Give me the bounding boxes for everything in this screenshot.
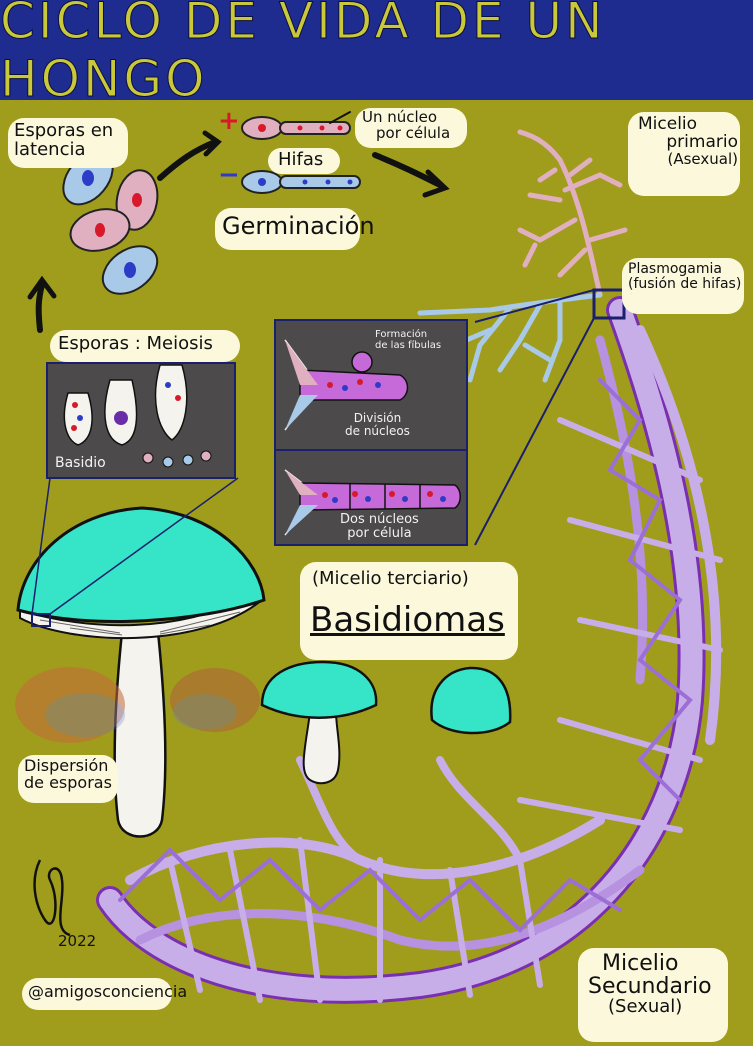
title-banner: CICLO DE VIDA DE UN HONGO (0, 0, 753, 100)
small-mushroom-1-cap (262, 662, 376, 718)
label-esporas-meiosis: Esporas : Meiosis (58, 335, 213, 354)
small-mushroom-2-cap (431, 668, 510, 733)
label-dos-nucleos: Dos núcleos por célula (340, 513, 419, 540)
small-mushroom-1-stem (304, 712, 340, 783)
label-micelio-terciario: (Micelio terciario) (312, 570, 469, 589)
label-dispersion: Dispersión de esporas (24, 758, 112, 792)
label-formacion-fibulas: Formación de las fíbulas (375, 330, 441, 351)
label-plasmogamia: Plasmogamia (fusión de hifas) (628, 262, 741, 291)
label-basidio: Basidio (55, 456, 106, 471)
label-hifas: Hifas (278, 151, 323, 170)
label-minus: − (218, 162, 240, 189)
label-basidiomas: Basidiomas (310, 603, 505, 639)
label-division-nucleos: División de núcleos (345, 412, 410, 437)
page-title: CICLO DE VIDA DE UN HONGO (0, 0, 753, 108)
label-esporas-latencia: Esporas en latencia (14, 122, 113, 160)
label-plus: + (218, 108, 240, 135)
large-mushroom-cap (18, 508, 264, 621)
label-germinacion: Germinación (222, 214, 375, 239)
primary-mycelium-pink (520, 132, 625, 295)
label-un-nucleo: Un núcleo por célula (362, 110, 450, 142)
label-credit: @amigosconciencia (28, 984, 187, 1001)
label-year: 2022 (58, 934, 96, 950)
artist-signature (35, 860, 70, 935)
large-mushroom-stem (115, 632, 165, 837)
label-micelio-primario: Micelio primario (Asexual) (638, 116, 738, 167)
label-micelio-secundario: Micelio Secundario (Sexual) (588, 952, 712, 1017)
